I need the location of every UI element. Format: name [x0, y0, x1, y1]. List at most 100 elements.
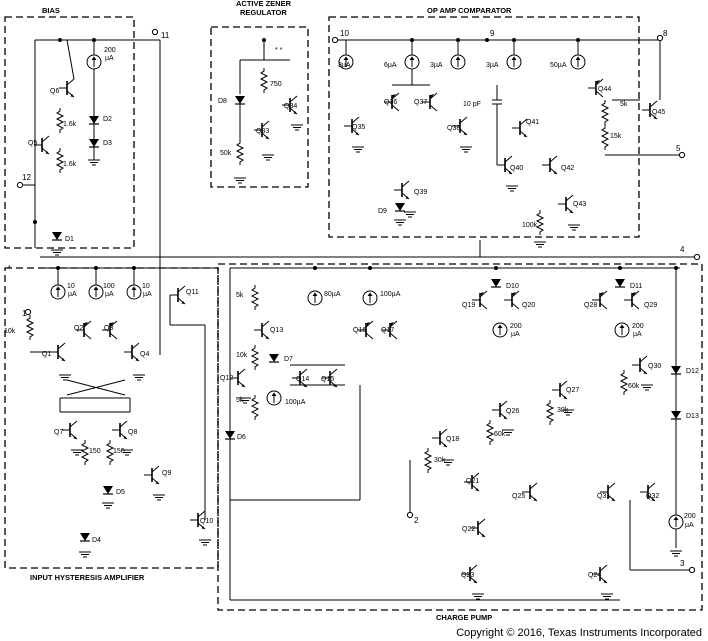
d8-label: D8 — [218, 98, 227, 105]
pin-1-label: 1 — [22, 309, 27, 318]
d9-label: D9 — [378, 208, 387, 215]
src-10b-unit: µA — [143, 291, 152, 298]
q22-label: Q22 — [462, 526, 475, 533]
d7-label: D7 — [284, 356, 293, 363]
r-10k-label: 10k — [4, 328, 16, 335]
copyright-notice: Copyright © 2016, Texas Instruments Inco… — [456, 627, 702, 639]
r-10kb-label: 10k — [236, 352, 248, 359]
d2-label: D2 — [103, 116, 112, 123]
q31-label: Q31 — [597, 493, 610, 500]
r-5ka-label: 5k — [236, 292, 244, 299]
q35-label: Q35 — [352, 124, 365, 131]
q44-label: Q44 — [598, 86, 611, 93]
q36-label: Q36 — [384, 99, 397, 106]
q25-label: Q25 — [512, 493, 525, 500]
q4-label: Q4 — [140, 351, 149, 358]
zener-title-1: ACTIVE ZENER — [236, 0, 292, 8]
q12-label: Q12 — [220, 375, 233, 382]
q7-label: Q7 — [54, 429, 63, 436]
src-3b-label: 3µA — [430, 62, 443, 69]
q18-label: Q18 — [446, 436, 459, 443]
pin-4-label: 4 — [680, 245, 685, 254]
src-10a-label: 10 — [67, 283, 75, 290]
d1-label: D1 — [65, 236, 74, 243]
q5-label: Q5 — [28, 140, 37, 147]
q19-label: Q19 — [462, 302, 475, 309]
q27-label: Q27 — [566, 387, 579, 394]
pin-12-label: 12 — [22, 173, 31, 182]
q40-label: Q40 — [510, 165, 523, 172]
src-100-unit: µA — [105, 291, 114, 298]
q30-label: Q30 — [648, 363, 661, 370]
q28-label: Q28 — [584, 302, 597, 309]
r-5kb-label: 5k — [236, 397, 244, 404]
pin-8-label: 8 — [663, 29, 668, 38]
r-1k6a-label: 1.6k — [63, 121, 77, 128]
hyst-star: * — [8, 265, 11, 272]
r-50k-label: 50k — [220, 150, 232, 157]
q20-label: Q20 — [522, 302, 535, 309]
q1-label: Q1 — [42, 351, 51, 358]
zener-star: * * — [275, 47, 283, 54]
src-200-cp3-label: 200 — [684, 513, 696, 520]
d12-label: D12 — [686, 368, 699, 375]
r-30ka-label: 30k — [434, 457, 446, 464]
bias-block — [4, 16, 135, 249]
d10-label: D10 — [506, 283, 519, 290]
q8-label: Q8 — [128, 429, 137, 436]
q11-label: Q11 — [186, 289, 199, 296]
hysteresis-block — [4, 267, 219, 569]
src-3a-label: 3µA — [338, 62, 351, 69]
r-1k6b-label: 1.6k — [63, 161, 77, 168]
src-200-cp1-unit: µA — [511, 331, 520, 338]
src-50-label: 50µA — [550, 62, 567, 69]
q9-label: Q9 — [162, 470, 171, 477]
src-200-cp1-label: 200 — [510, 323, 522, 330]
q29-label: Q29 — [644, 302, 657, 309]
d13-label: D13 — [686, 413, 699, 420]
q15-label: Q15 — [321, 376, 334, 383]
r-150b-label: 150 — [113, 448, 125, 455]
q32-label: Q32 — [646, 493, 659, 500]
d3-label: D3 — [103, 140, 112, 147]
src-6-label: 6µA — [384, 62, 397, 69]
pin-11-label: 11 — [161, 31, 170, 40]
q14-label: Q14 — [296, 376, 309, 383]
d4-label: D4 — [92, 537, 101, 544]
hysteresis-title: INPUT HYSTERESIS AMPLIFIER — [30, 573, 145, 582]
q23-label: Q23 — [461, 572, 474, 579]
src-200-cp2-unit: µA — [633, 331, 642, 338]
q6-label: Q6 — [50, 88, 59, 95]
q39-label: Q39 — [414, 189, 427, 196]
src-200-cp3-unit: µA — [685, 522, 694, 529]
q21-label: Q21 — [466, 478, 479, 485]
src-10a-unit: µA — [68, 291, 77, 298]
src-80-label: 80µA — [324, 291, 341, 298]
src-100-label: 100 — [103, 283, 115, 290]
d6-label: D6 — [237, 434, 246, 441]
r-60ka-label: 60k — [494, 431, 506, 438]
q38-label: Q38 — [447, 125, 460, 132]
q41-label: Q41 — [526, 119, 539, 126]
comparator-block — [328, 16, 640, 238]
q42-label: Q42 — [561, 165, 574, 172]
q3-label: Q3 — [104, 325, 113, 332]
pin-2-label: 2 — [414, 516, 419, 525]
bias-source-unit: µA — [105, 55, 114, 62]
r-5kc-label: 5k — [620, 101, 628, 108]
q33-label: Q33 — [256, 128, 269, 135]
q34-label: Q34 — [284, 103, 297, 110]
r-30kb-label: 30k — [557, 407, 569, 414]
pin-5-label: 5 — [676, 144, 681, 153]
zener-block — [210, 26, 309, 188]
d11-label: D11 — [630, 283, 642, 290]
r-150a-label: 150 — [89, 448, 101, 455]
q45-label: Q45 — [652, 109, 665, 116]
r-15k-label: 15k — [610, 133, 622, 140]
bias-title: BIAS — [42, 6, 60, 15]
zener-title-2: REGULATOR — [240, 8, 287, 17]
q26-label: Q26 — [506, 408, 519, 415]
r-750-label: 750 — [270, 81, 282, 88]
q37-label: Q37 — [414, 99, 427, 106]
